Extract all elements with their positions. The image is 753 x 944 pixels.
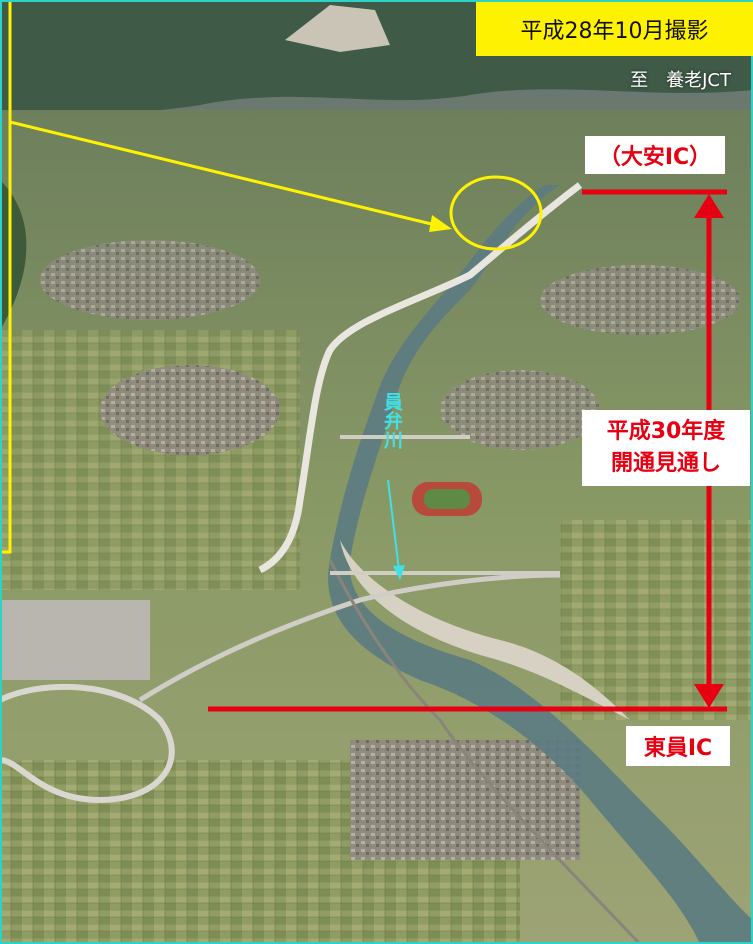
town-cluster — [440, 370, 600, 450]
paddy-fields-left — [0, 330, 300, 590]
town-cluster — [40, 240, 260, 320]
town-cluster — [540, 265, 740, 335]
toin-ic-label: 東員IC — [626, 726, 730, 766]
river-flow-arrowhead — [393, 565, 405, 580]
town-cluster — [100, 365, 280, 455]
span-arrowhead-down — [694, 684, 724, 708]
photo-date-badge: 平成28年10月撮影 — [476, 2, 753, 56]
opening-plan-line2: 開通見通し — [610, 451, 721, 476]
opening-plan-label: 平成30年度 開通見通し — [582, 410, 750, 486]
opening-plan-line1: 平成30年度 — [606, 419, 726, 444]
existing-highway — [138, 572, 561, 703]
railway — [328, 559, 642, 944]
river-gravel-bar — [340, 540, 630, 720]
callout-pointer-line — [9, 120, 449, 230]
river-flow-arrow — [387, 479, 400, 571]
shopping-mall — [0, 600, 150, 680]
river-name-label: 員弁川 — [381, 392, 403, 449]
callout-circle — [449, 175, 543, 251]
callout-pointer-arrowhead — [429, 215, 452, 232]
quarry — [285, 5, 390, 52]
stadium-field — [424, 489, 470, 509]
span-arrowhead-up — [694, 194, 724, 218]
forest-strip — [0, 180, 27, 330]
direction-label: 至 養老JCT — [630, 70, 731, 91]
daian-ic-label: （大安IC） — [585, 136, 725, 174]
industrial-area — [350, 740, 580, 860]
interchange-loop — [0, 683, 175, 804]
